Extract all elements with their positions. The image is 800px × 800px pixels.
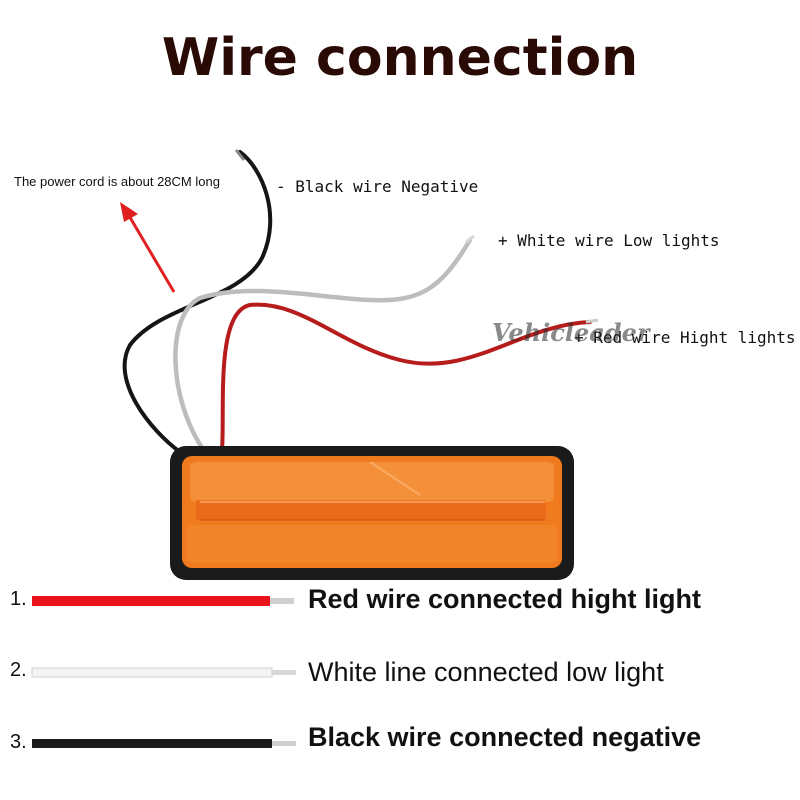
red-wire-label: + Red wire Hight lights (574, 328, 796, 347)
white-wire-tip (465, 234, 475, 244)
arrow-icon (120, 202, 176, 293)
red-wire (220, 302, 592, 452)
legend-text-white: White line connected low light (308, 657, 664, 687)
power-cord-note: The power cord is about 28CM long (14, 174, 220, 189)
white-wire (173, 237, 473, 455)
red-wire-tip (585, 318, 599, 324)
black-wire-tip (234, 149, 246, 161)
black-wire (122, 150, 273, 454)
led-marker-lamp (170, 446, 574, 580)
legend-black-wire (32, 739, 296, 748)
legend-number-1: 1. (10, 588, 27, 610)
legend-text-black: Black wire connected negative (308, 722, 702, 752)
page-title: Wire connection (161, 28, 639, 88)
white-wire-label: + White wire Low lights (498, 231, 720, 250)
brand-watermark: Vehicleader (492, 318, 650, 347)
legend-number-3: 3. (10, 731, 27, 753)
black-wire-label: - Black wire Negative (276, 177, 479, 196)
legend-number-2: 2. (10, 659, 27, 681)
legend-red-wire (32, 596, 294, 606)
legend-white-wire (31, 667, 296, 678)
legend-text-red: Red wire connected hight light (308, 584, 702, 614)
